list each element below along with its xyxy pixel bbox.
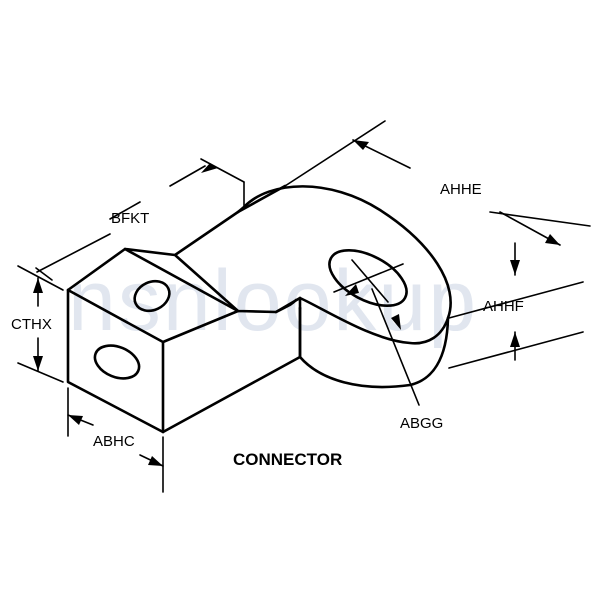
label-cthx: CTHX: [11, 316, 52, 333]
block-top-face: [66, 247, 240, 344]
dimension-labels: BFKT AHHE AHHF CTHX ABHC ABGG CONNECTOR: [11, 181, 524, 469]
block-top-hole: [133, 279, 171, 313]
dimension-lines: [17, 120, 591, 493]
label-abhc: ABHC: [93, 433, 135, 450]
label-ahhe: AHHE: [440, 181, 482, 198]
block-front-hole: [93, 344, 141, 380]
label-abgg: ABGG: [400, 415, 443, 432]
eye-outline: [236, 185, 452, 345]
watermark: nsnlookup: [68, 253, 478, 349]
label-bfkt: BFKT: [111, 210, 149, 227]
connector-part: [66, 184, 452, 434]
eye-hole: [328, 249, 408, 307]
watermark-text: nsnlookup: [68, 253, 478, 349]
eye-lower-edge: [298, 316, 450, 389]
part-name-label: CONNECTOR: [233, 450, 342, 469]
label-ahhf: AHHF: [483, 298, 524, 315]
